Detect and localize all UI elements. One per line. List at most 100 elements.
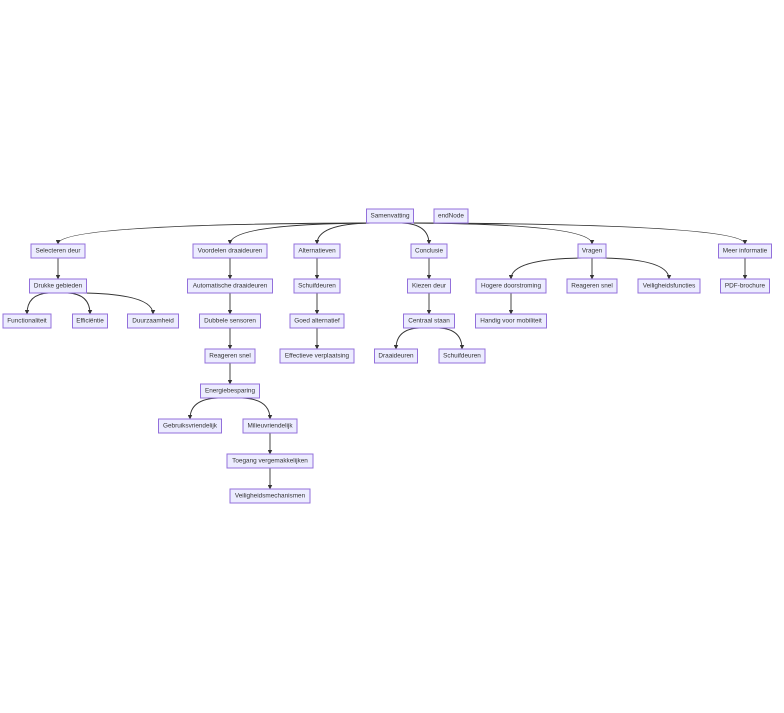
node-veiligheidsmechanismen[interactable]: Veiligheidsmechanismen xyxy=(229,488,311,504)
edge-energiebesparing-to-milieuvriendelijk xyxy=(241,397,273,420)
edge-samenvatting-to-selecteren_deur xyxy=(55,222,371,245)
node-drukke-gebieden[interactable]: Drukke gebieden xyxy=(29,278,87,294)
node-box xyxy=(410,243,448,259)
node-box xyxy=(407,278,451,294)
node-label: PDF-brochure xyxy=(725,283,766,290)
node-box xyxy=(720,278,770,294)
node-label: endNode xyxy=(438,213,464,220)
node-voordelen-draaideuren[interactable]: Voordelen draaideuren xyxy=(192,243,268,259)
node-box xyxy=(30,243,86,259)
node-meer-informatie[interactable]: Meer informatie xyxy=(718,243,772,259)
edge-samenvatting-to-voordelen_draaideuren xyxy=(227,222,371,245)
node-label: Hogere doorstroming xyxy=(481,283,541,290)
node-label: Centraal staan xyxy=(408,318,450,325)
node-selecteren-deur[interactable]: Selecteren deur xyxy=(30,243,86,259)
node-hogere-doorstroming[interactable]: Hogere doorstroming xyxy=(475,278,547,294)
node-label: Duurzaamheid xyxy=(132,318,174,325)
edge-samenvatting-to-meer_informatie xyxy=(409,222,748,245)
node-label: Conclusie xyxy=(415,248,444,255)
node-label: Schuifdeuren xyxy=(298,283,336,290)
node-label: Vragen xyxy=(582,248,603,255)
node-box xyxy=(366,208,414,224)
node-box xyxy=(29,278,87,294)
node-label: Handig voor mobiliteit xyxy=(480,318,542,325)
node-box xyxy=(438,348,486,364)
node-vragen[interactable]: Vragen xyxy=(577,243,607,259)
node-box xyxy=(199,313,261,329)
node-functionaliteit[interactable]: Functionaliteit xyxy=(2,313,52,329)
edge-energiebesparing-to-gebruiksvriendelijk xyxy=(187,397,219,420)
node-box xyxy=(279,348,355,364)
node-draaideuren[interactable]: Draaideuren xyxy=(374,348,418,364)
node-label: Veiligheidsmechanismen xyxy=(235,493,306,500)
node-centraal-staan[interactable]: Centraal staan xyxy=(403,313,455,329)
node-goed-alternatief[interactable]: Goed alternatief xyxy=(289,313,345,329)
node-veiligheidsfuncties[interactable]: Veiligheidsfuncties xyxy=(637,278,701,294)
edge-drukke_gebieden-to-functionaliteit xyxy=(24,292,49,315)
node-energiebesparing[interactable]: Energiebesparing xyxy=(200,383,260,399)
node-alternatieven[interactable]: Alternatieven xyxy=(293,243,341,259)
edge-vragen-to-veiligheidsfuncties xyxy=(601,257,672,280)
node-automatische-draaideuren[interactable]: Automatische draaideuren xyxy=(187,278,273,294)
node-schuifdeuren-1[interactable]: Schuifdeuren xyxy=(293,278,341,294)
node-label: Milieuvriendelijk xyxy=(247,423,293,430)
node-box xyxy=(200,383,260,399)
node-box xyxy=(374,348,418,364)
node-efficientie[interactable]: Efficiëntie xyxy=(72,313,108,329)
node-label: Goed alternatief xyxy=(294,318,340,325)
node-label: Kiezen deur xyxy=(412,283,447,290)
node-toegang-vergemakkelijken[interactable]: Toegang vergemakkelijken xyxy=(226,453,314,469)
node-kiezen-deur[interactable]: Kiezen deur xyxy=(407,278,451,294)
node-label: Voordelen draaideuren xyxy=(198,248,263,255)
node-box xyxy=(718,243,772,259)
node-label: Functionaliteit xyxy=(7,318,47,325)
node-label: Schuifdeuren xyxy=(443,353,481,360)
node-box xyxy=(433,208,469,224)
node-box xyxy=(289,313,345,329)
node-dubbele-sensoren[interactable]: Dubbele sensoren xyxy=(199,313,261,329)
node-label: Drukke gebieden xyxy=(34,283,83,290)
node-label: Efficiëntie xyxy=(76,318,104,325)
node-endnode[interactable]: endNode xyxy=(433,208,469,224)
node-box xyxy=(204,348,256,364)
node-box xyxy=(192,243,268,259)
node-samenvatting[interactable]: Samenvatting xyxy=(366,208,414,224)
node-pdf-brochure[interactable]: PDF-brochure xyxy=(720,278,770,294)
node-box xyxy=(226,453,314,469)
node-reageren-snel-2[interactable]: Reageren snel xyxy=(566,278,618,294)
node-label: Energiebesparing xyxy=(205,388,256,395)
edge-drukke_gebieden-to-duurzaamheid xyxy=(82,292,156,315)
edge-samenvatting-to-conclusie xyxy=(401,222,432,245)
node-box xyxy=(2,313,52,329)
node-box xyxy=(293,243,341,259)
node-reageren-snel-1[interactable]: Reageren snel xyxy=(204,348,256,364)
node-box xyxy=(229,488,311,504)
edge-drukke_gebieden-to-efficientie xyxy=(67,292,93,315)
node-box xyxy=(127,313,179,329)
node-label: Effectieve verplaatsing xyxy=(285,353,350,360)
node-label: Alternatieven xyxy=(298,248,336,255)
node-label: Automatische draaideuren xyxy=(193,283,268,290)
node-label: Draaideuren xyxy=(378,353,414,360)
node-schuifdeuren-2[interactable]: Schuifdeuren xyxy=(438,348,486,364)
node-handig-voor-mobiliteit[interactable]: Handig voor mobiliteit xyxy=(475,313,547,329)
node-effectieve-verplaatsing[interactable]: Effectieve verplaatsing xyxy=(279,348,355,364)
node-label: Samenvatting xyxy=(370,213,410,220)
node-label: Veiligheidsfuncties xyxy=(643,283,696,290)
node-box xyxy=(72,313,108,329)
node-box xyxy=(403,313,455,329)
node-milieuvriendelijk[interactable]: Milieuvriendelijk xyxy=(242,418,298,434)
node-label: Gebruiksvriendelijk xyxy=(163,423,218,430)
node-conclusie[interactable]: Conclusie xyxy=(410,243,448,259)
node-gebruiksvriendelijk[interactable]: Gebruiksvriendelijk xyxy=(158,418,222,434)
node-box xyxy=(475,313,547,329)
node-box xyxy=(242,418,298,434)
node-box xyxy=(577,243,607,259)
edge-samenvatting-to-vragen xyxy=(409,222,595,245)
node-label: Meer informatie xyxy=(723,248,768,255)
node-box xyxy=(187,278,273,294)
node-duurzaamheid[interactable]: Duurzaamheid xyxy=(127,313,179,329)
node-box xyxy=(293,278,341,294)
edge-samenvatting-to-alternatieven xyxy=(314,222,371,245)
